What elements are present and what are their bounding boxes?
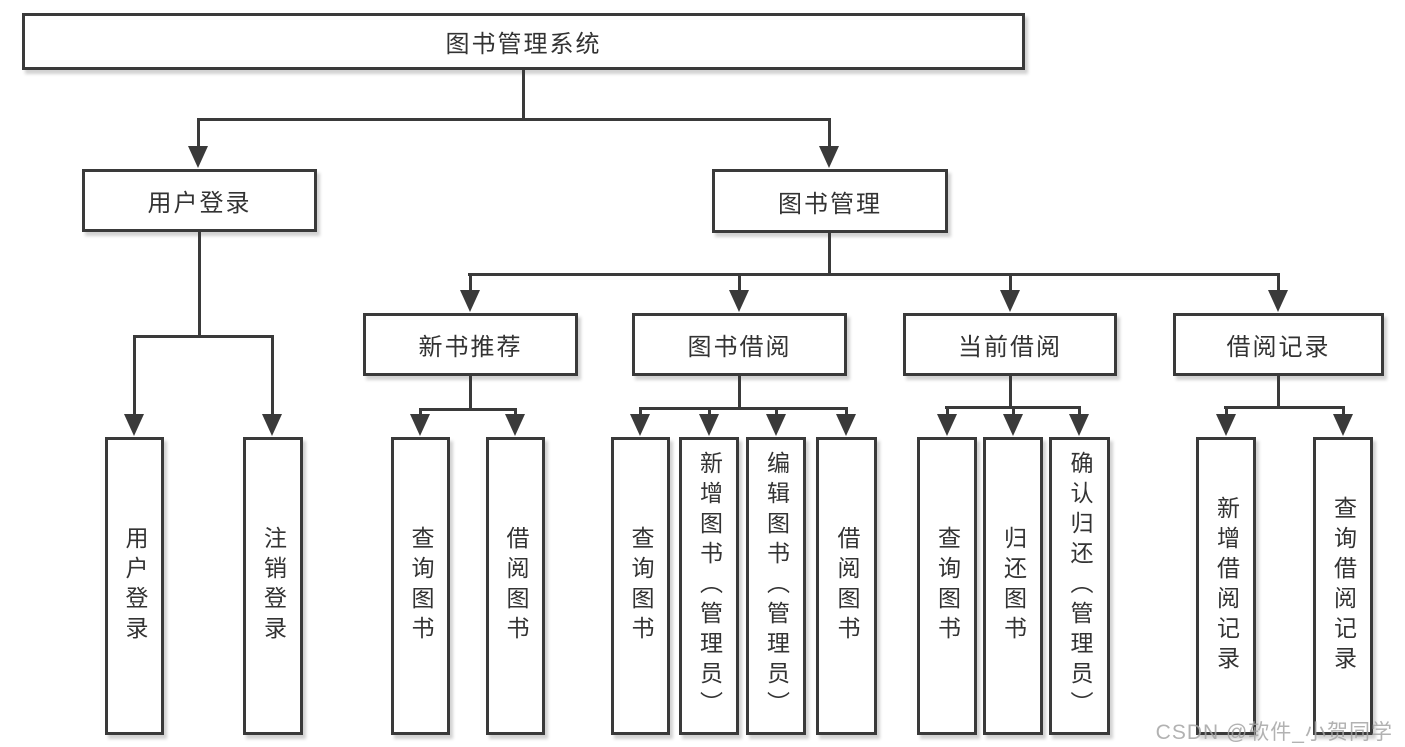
connector-line [946, 408, 949, 417]
leaf-recommend-query-books: 查询图书 [391, 437, 450, 735]
connector-line [775, 409, 778, 417]
connector-line [522, 70, 525, 120]
leaf-recommend-borrow-books: 借阅图书 [486, 437, 545, 735]
node-current-borrow: 当前借阅 [903, 313, 1117, 376]
arrowhead-down-icon [1000, 290, 1020, 312]
arrowhead-down-icon [262, 414, 282, 436]
connector-line [845, 409, 848, 417]
connector-line [133, 337, 136, 417]
arrowhead-down-icon [124, 414, 144, 436]
leaf-logout: 注销登录 [243, 437, 303, 735]
node-label: 用户登录 [147, 190, 252, 217]
connector-line [708, 409, 711, 417]
node-label: 图书借阅 [687, 334, 792, 361]
leaf-label: 查询图书 [408, 526, 434, 646]
connector-line [828, 233, 831, 275]
node-label: 借阅记录 [1226, 334, 1331, 361]
connector-line [1009, 275, 1012, 292]
connector-line [133, 335, 274, 338]
connector-line [419, 410, 422, 417]
connector-line [738, 376, 741, 409]
leaf-label: 归还图书 [1000, 526, 1027, 646]
node-user-login: 用户登录 [82, 169, 317, 232]
connector-line [197, 120, 200, 148]
arrowhead-down-icon [699, 414, 719, 436]
leaf-label: 确认归还（管理员） [1067, 451, 1093, 721]
arrowhead-down-icon [505, 414, 525, 436]
arrowhead-down-icon [1268, 290, 1288, 312]
arrowhead-down-icon [729, 290, 749, 312]
arrowhead-down-icon [836, 414, 856, 436]
leaf-label: 编辑图书（管理员） [763, 451, 790, 721]
connector-line [738, 275, 741, 292]
arrowhead-down-icon [460, 290, 480, 312]
node-new-book-recommend: 新书推荐 [363, 313, 578, 376]
connector-line [419, 408, 517, 411]
leaf-borrow-borrow-books: 借阅图书 [816, 437, 877, 735]
csdn-watermark: CSDN @软件_小贺同学 [1155, 721, 1393, 744]
connector-line [198, 232, 201, 336]
connector-line [197, 118, 831, 121]
leaf-label: 新增图书（管理员） [696, 451, 723, 721]
connector-line [1009, 376, 1012, 408]
leaf-label: 查询借阅记录 [1330, 496, 1357, 676]
arrowhead-down-icon [1216, 414, 1236, 436]
connector-line [469, 275, 472, 292]
node-label: 图书管理 [778, 190, 882, 218]
leaf-records-add-record: 新增借阅记录 [1196, 437, 1256, 735]
leaf-label: 借阅图书 [503, 526, 529, 646]
connector-line [469, 376, 472, 410]
leaf-label: 查询图书 [628, 526, 654, 646]
leaf-current-return-books: 归还图书 [983, 437, 1043, 735]
node-label: 新书推荐 [418, 334, 523, 361]
leaf-label: 新增借阅记录 [1213, 496, 1240, 676]
connector-line [1078, 408, 1081, 417]
connector-line [1277, 376, 1280, 408]
leaf-borrow-query-books: 查询图书 [611, 437, 670, 735]
arrowhead-down-icon [766, 414, 786, 436]
arrowhead-down-icon [937, 414, 957, 436]
node-label: 图书管理系统 [445, 31, 602, 58]
leaf-current-confirm-return-admin: 确认归还（管理员） [1049, 437, 1110, 735]
leaf-current-query-books: 查询图书 [917, 437, 977, 735]
arrowhead-down-icon [819, 146, 839, 168]
connector-line [1012, 408, 1015, 417]
node-borrow-records: 借阅记录 [1173, 313, 1384, 376]
leaf-label: 查询图书 [934, 526, 961, 646]
connector-line [639, 407, 848, 410]
connector-line [1342, 408, 1345, 417]
arrowhead-down-icon [410, 414, 430, 436]
connector-line [828, 120, 831, 148]
arrowhead-down-icon [1069, 414, 1089, 436]
connector-line [1224, 406, 1345, 409]
node-label: 当前借阅 [958, 334, 1062, 361]
connector-line [639, 409, 642, 417]
connector-line [1225, 408, 1228, 417]
arrowhead-down-icon [630, 414, 650, 436]
leaf-user-login: 用户登录 [105, 437, 164, 735]
leaf-records-query-record: 查询借阅记录 [1313, 437, 1373, 735]
arrowhead-down-icon [1333, 414, 1353, 436]
leaf-label: 注销登录 [260, 526, 287, 646]
connector-line [468, 273, 1280, 276]
node-book-management: 图书管理 [712, 169, 948, 233]
leaf-borrow-edit-book-admin: 编辑图书（管理员） [746, 437, 806, 735]
connector-line [271, 337, 274, 417]
leaf-label: 借阅图书 [834, 526, 860, 646]
arrowhead-down-icon [188, 146, 208, 168]
leaf-label: 用户登录 [122, 526, 148, 646]
connector-line [945, 406, 1081, 409]
arrowhead-down-icon [1003, 414, 1023, 436]
node-book-borrow: 图书借阅 [632, 313, 847, 376]
node-root-system: 图书管理系统 [22, 13, 1025, 70]
leaf-borrow-add-book-admin: 新增图书（管理员） [679, 437, 739, 735]
connector-line [1277, 275, 1280, 292]
connector-line [514, 410, 517, 417]
